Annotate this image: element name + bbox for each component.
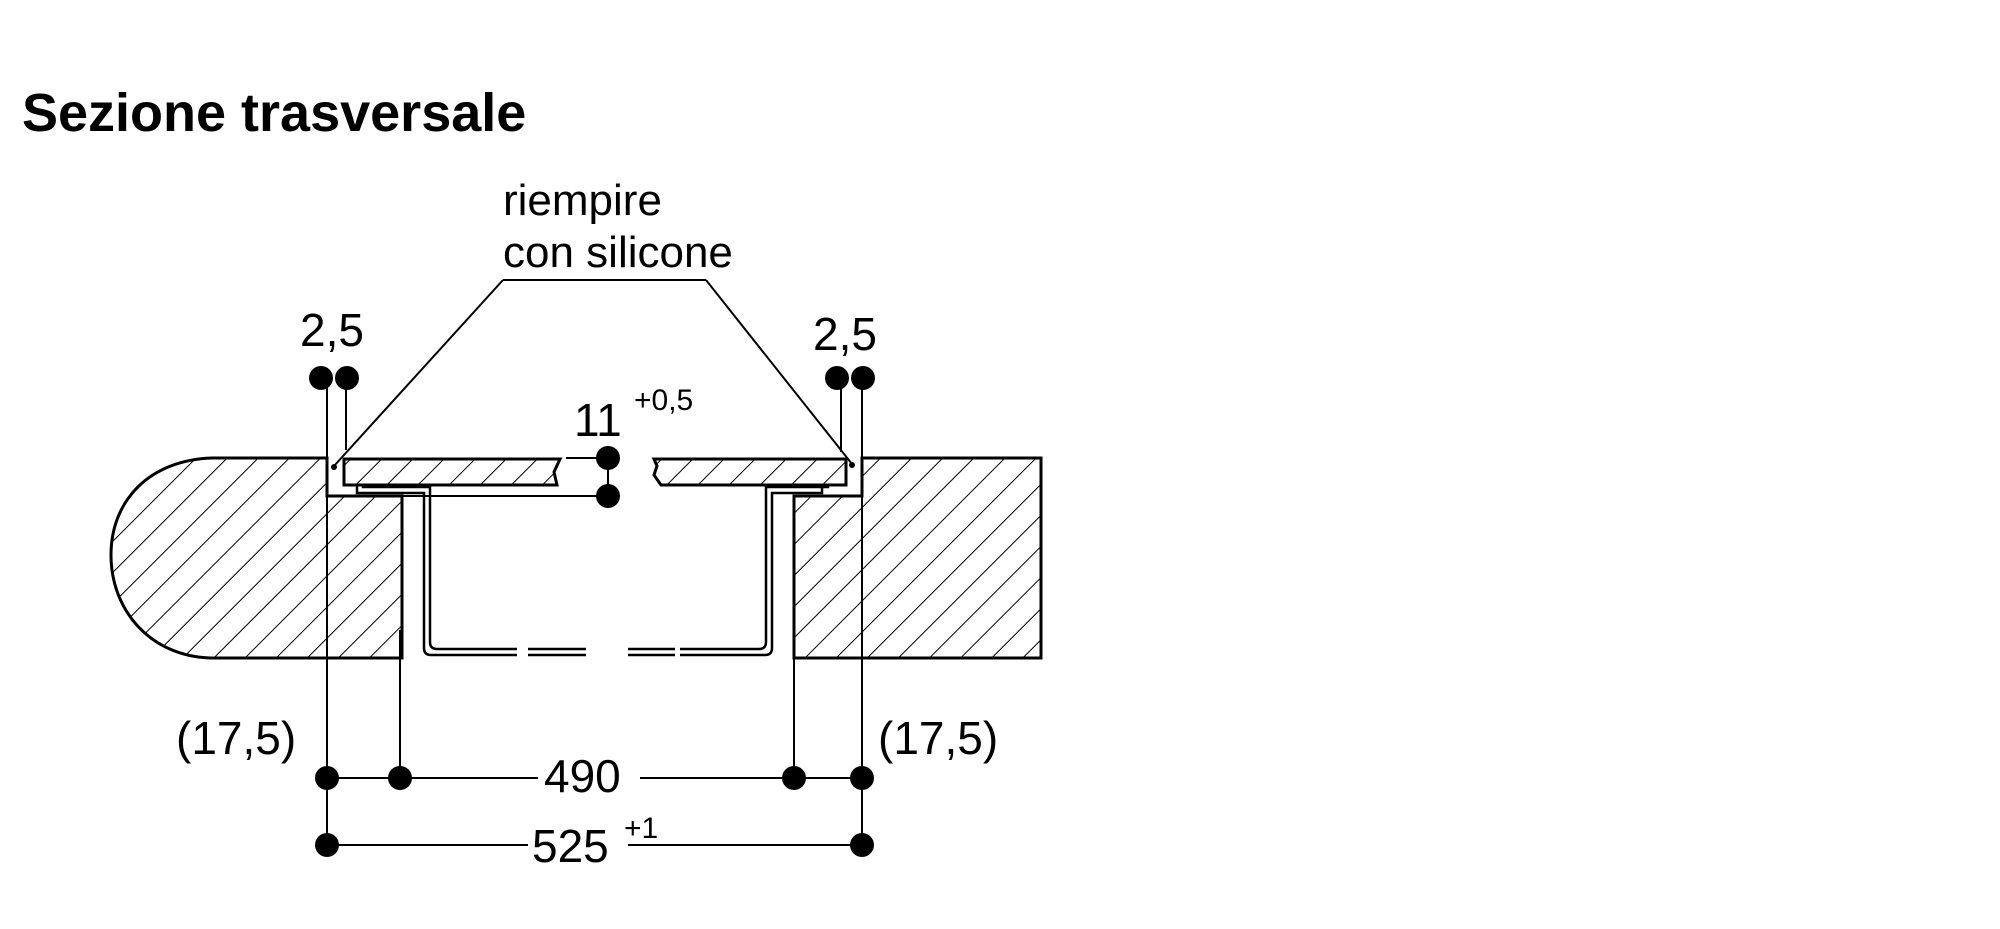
dimension-point [315,766,339,790]
appliance-housing [355,485,830,657]
dimension-point [596,484,620,508]
dimension-point [315,833,339,857]
leader-dot-left [331,464,337,470]
gap-right-label: 2,5 [813,308,877,360]
worktop-left [109,456,404,660]
gap-left-label: 2,5 [300,304,364,356]
annotation-leader [333,279,853,467]
annotation-line-2: con silicone [503,228,733,277]
dimension-gap-right [840,378,863,458]
glass-plate-left [342,457,563,487]
overhang-right-label: (17,5) [878,712,998,764]
page-title: Sezione trasversale [22,83,526,143]
inner-width-label: 490 [544,750,621,802]
dimension-point [335,366,359,390]
dimension-point [782,766,806,790]
dimension-point [596,446,620,470]
depth-label: 11 [574,394,622,446]
leader-dot-right [849,462,855,468]
dimension-point [850,833,874,857]
cutout-tolerance: +1 [624,812,658,845]
annotation-line-1: riempire [503,176,662,225]
overhang-left-label: (17,5) [176,712,296,764]
glass-plate-right [651,457,848,487]
cutout-width-label: 525 [532,820,609,872]
worktop-right [792,456,1043,660]
dimension-point [388,766,412,790]
depth-tolerance: +0,5 [634,384,693,417]
dimension-point [309,366,333,390]
dimension-point [850,766,874,790]
dimension-point [825,366,849,390]
dimension-gap-left [326,378,347,458]
dimension-point [851,366,875,390]
